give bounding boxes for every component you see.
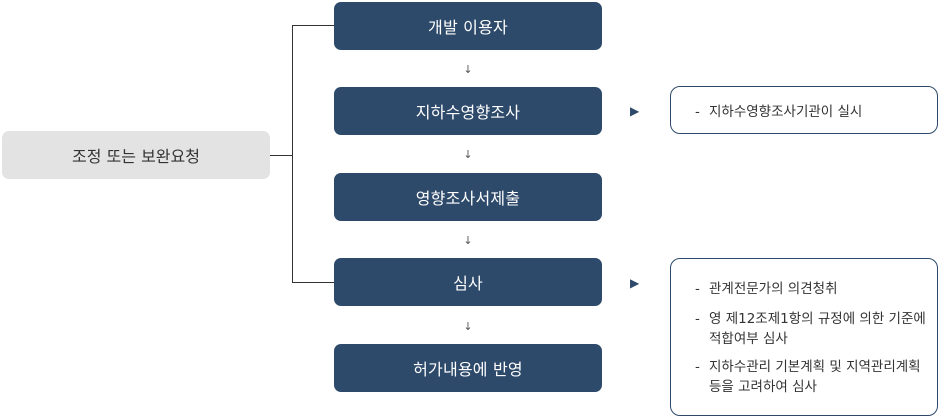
feedback-connector-stub	[270, 155, 292, 156]
down-arrow-icon: ↓	[463, 320, 473, 333]
right-arrow-icon: ▶	[630, 276, 640, 290]
step-apply-permit: 허가내용에 반영	[334, 344, 602, 392]
bullet-dash: -	[695, 281, 700, 297]
step-developer: 개발 이용자	[334, 2, 602, 50]
note-survey: - 지하수영향조사기관이 실시	[670, 86, 938, 134]
note-text: 지하수영향조사기관이 실시	[709, 104, 863, 120]
note-review: - 관계전문가의 의견청취 - 영 제12조제1항의 규정에 의한 기준에 적합…	[670, 258, 938, 416]
feedback-connector-vertical	[292, 25, 293, 282]
note-item: - 영 제12조제1항의 규정에 의한 기준에 적합여부 심사	[695, 309, 927, 349]
step-groundwater-survey: 지하수영향조사	[334, 87, 602, 135]
down-arrow-icon: ↓	[463, 63, 473, 76]
note-item: - 관계전문가의 의견청취	[695, 279, 927, 299]
down-arrow-icon: ↓	[463, 234, 473, 247]
note-text: 지하수관리 기본계획 및 지역관리계획 등을 고려하여 심사	[709, 359, 921, 395]
step-review: 심사	[334, 258, 602, 306]
bullet-dash: -	[695, 311, 700, 327]
note-text: 관계전문가의 의견청취	[709, 281, 838, 297]
feedback-box: 조정 또는 보완요청	[2, 131, 270, 179]
bullet-dash: -	[695, 104, 700, 120]
right-arrow-icon: ▶	[630, 104, 640, 118]
step-submit-report: 영향조사서제출	[334, 173, 602, 221]
down-arrow-icon: ↓	[463, 148, 473, 161]
note-item: - 지하수관리 기본계획 및 지역관리계획 등을 고려하여 심사	[695, 357, 927, 397]
feedback-connector-top	[292, 25, 334, 26]
note-item: - 지하수영향조사기관이 실시	[695, 102, 927, 122]
bullet-dash: -	[695, 359, 700, 375]
feedback-connector-bottom	[292, 282, 334, 283]
note-text: 영 제12조제1항의 규정에 의한 기준에 적합여부 심사	[709, 311, 926, 347]
